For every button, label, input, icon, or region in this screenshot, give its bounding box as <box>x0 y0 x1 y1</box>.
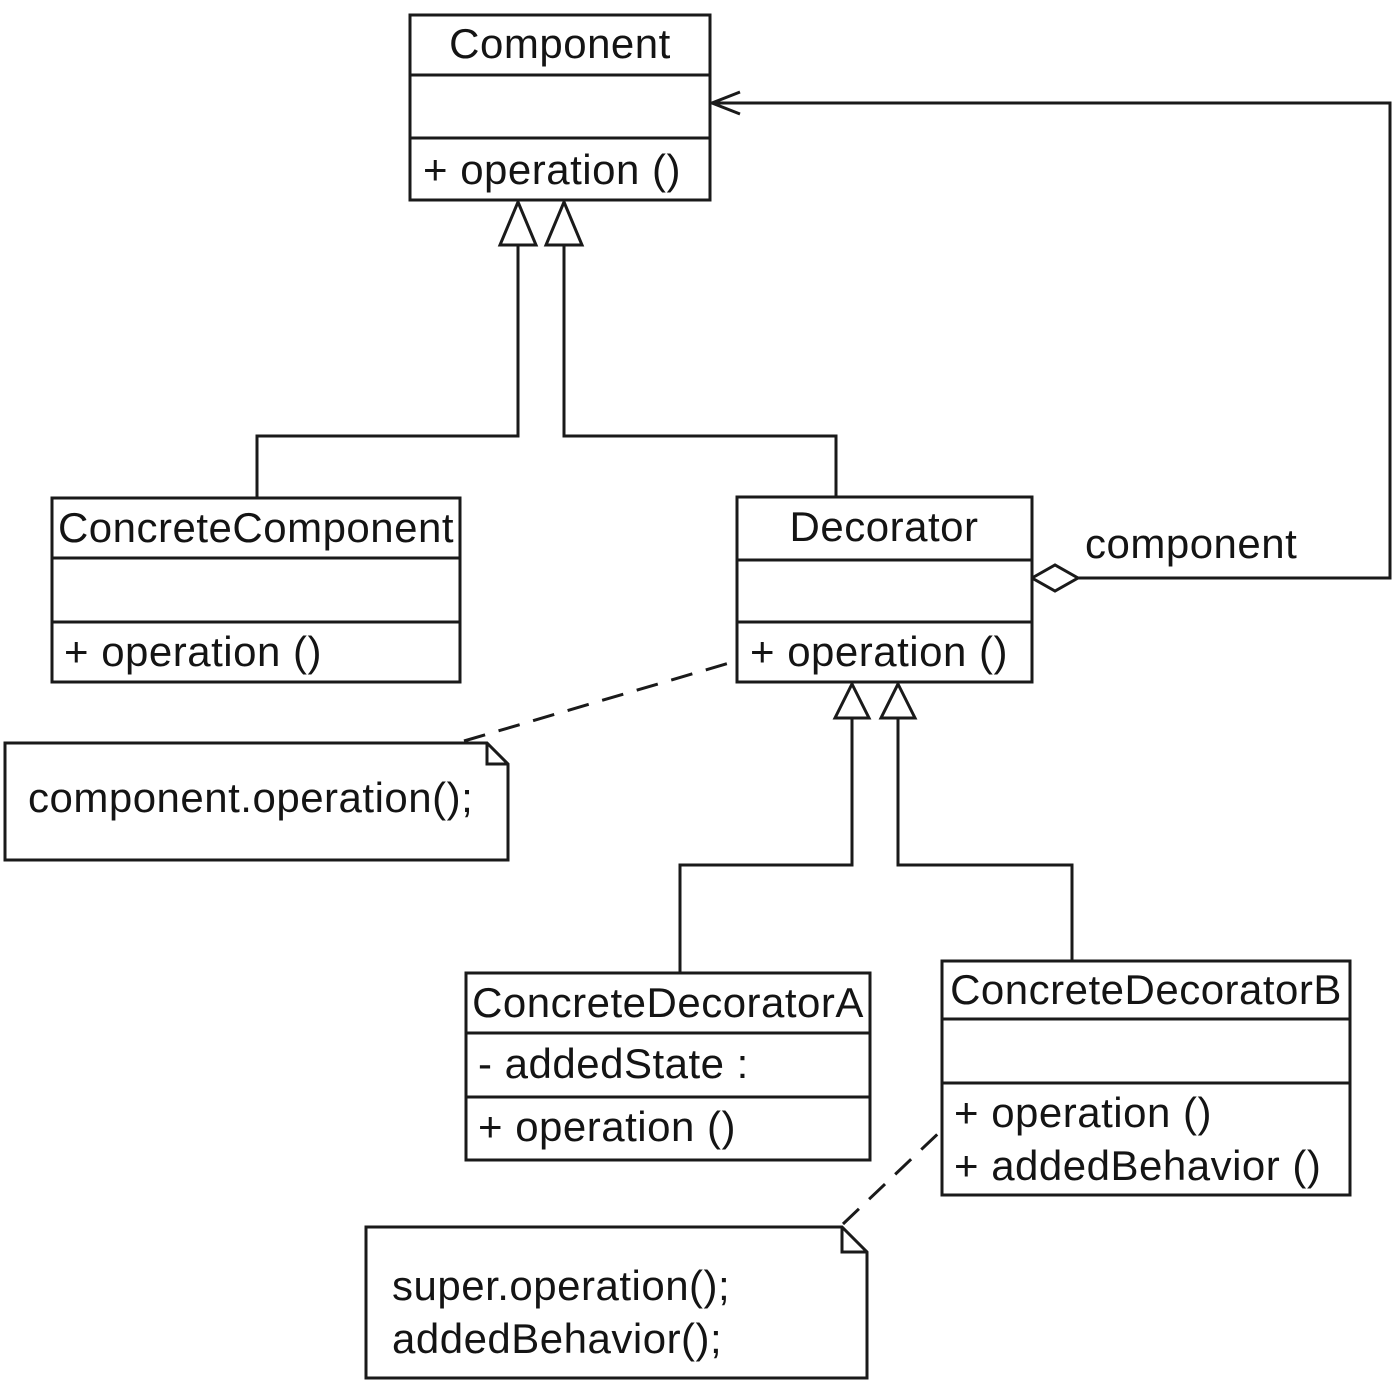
class-method: + operation () <box>954 1089 1212 1136</box>
class-box-frame <box>464 971 872 1162</box>
generalization-arrowhead-icon <box>543 198 585 247</box>
note-shape <box>3 741 510 862</box>
generalization-line <box>896 716 1074 961</box>
aggregation-role-label: component <box>1085 520 1297 567</box>
generalization-arrowhead-icon <box>497 198 539 247</box>
note-text: addedBehavior(); <box>392 1315 722 1362</box>
aggregation-diamond-icon <box>1028 563 1082 593</box>
class-name: ConcreteComponent <box>58 504 454 551</box>
note-connector <box>841 1125 947 1226</box>
note-connector <box>463 659 737 743</box>
class-concrete-component: ConcreteComponent + operation () <box>50 496 462 684</box>
generalization-line <box>678 716 854 973</box>
note-text: component.operation(); <box>28 774 473 821</box>
note-super-operation: super.operation(); addedBehavior(); <box>364 1225 869 1380</box>
class-concrete-decorator-a: ConcreteDecoratorA - addedState : + oper… <box>464 971 872 1162</box>
class-name: ConcreteDecoratorA <box>472 979 864 1026</box>
class-box-frame <box>940 959 1352 1197</box>
generalization-concretedecoratora-to-decorator <box>678 680 872 973</box>
class-method: + operation () <box>423 146 681 193</box>
class-method: + operation () <box>750 628 1008 675</box>
class-box-frame <box>735 495 1034 684</box>
open-arrowhead-icon <box>707 90 741 116</box>
class-name: Decorator <box>790 503 979 550</box>
aggregation-line <box>714 101 1392 580</box>
generalization-concretecomponent-to-component <box>255 198 539 498</box>
generalization-concretedecoratorb-to-decorator <box>878 680 1074 961</box>
note-fold-icon <box>840 1227 867 1254</box>
class-concrete-decorator-b: ConcreteDecoratorB + operation () + adde… <box>940 959 1352 1197</box>
generalization-arrowhead-icon <box>878 680 918 720</box>
generalization-arrowhead-icon <box>832 680 872 720</box>
note-text: super.operation(); <box>392 1262 730 1309</box>
generalization-line <box>255 243 520 498</box>
generalization-decorator-to-component <box>543 198 838 497</box>
class-attribute: - addedState : <box>478 1040 749 1087</box>
class-method: + addedBehavior () <box>954 1142 1321 1189</box>
class-name: Component <box>449 20 671 67</box>
note-fold-icon <box>485 743 508 766</box>
class-box-frame <box>408 13 712 202</box>
class-method: + operation () <box>64 628 322 675</box>
class-component: Component + operation () <box>408 13 712 202</box>
note-shape <box>364 1225 869 1380</box>
class-box-frame <box>50 496 462 684</box>
class-name: ConcreteDecoratorB <box>950 966 1342 1013</box>
generalization-line <box>562 243 838 497</box>
class-method: + operation () <box>478 1103 736 1150</box>
aggregation-decorator-component: component <box>707 90 1392 593</box>
note-component-operation: component.operation(); <box>3 741 510 862</box>
class-decorator: Decorator + operation () <box>735 495 1034 684</box>
